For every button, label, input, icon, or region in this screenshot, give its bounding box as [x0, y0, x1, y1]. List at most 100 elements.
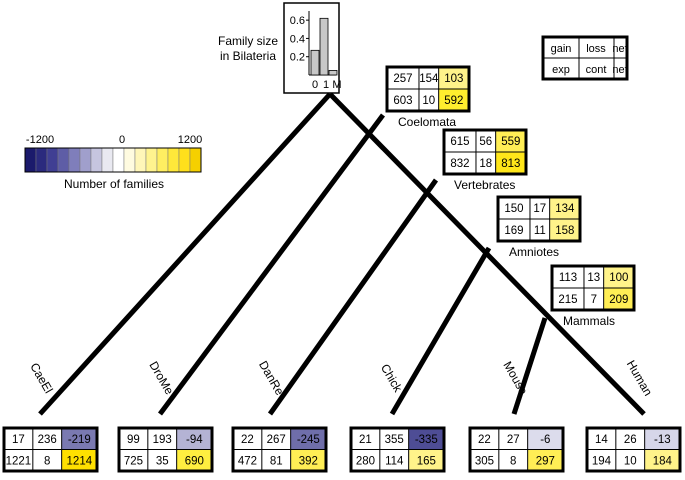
branch-caeel	[38, 92, 332, 416]
scale-swatch	[112, 147, 125, 173]
inset-x-tick-label: M	[332, 79, 341, 91]
legend-key-net-2: net	[612, 64, 627, 76]
leaf-label-danre: DanRe	[256, 358, 287, 398]
gain-value: 257	[393, 73, 412, 85]
net-cell	[176, 449, 212, 471]
scale-swatch	[35, 147, 48, 173]
contraction-value: 114	[385, 455, 404, 467]
table-frame	[349, 426, 446, 473]
branch-drome	[157, 113, 386, 416]
net-cell	[644, 428, 680, 450]
scale-tick-zero: 0	[119, 134, 125, 146]
net-cell	[438, 67, 469, 89]
branch-chick	[389, 246, 492, 416]
net-cell	[61, 428, 97, 450]
legend-key-gain: gain	[551, 43, 572, 55]
net-value: -94	[186, 434, 203, 446]
loss-value: 13	[587, 272, 600, 284]
inset-y-tick-label: 0.4	[290, 33, 305, 45]
net-value: 592	[444, 95, 463, 107]
scale-swatch	[79, 147, 92, 173]
net-value: 1214	[67, 455, 93, 467]
scale-title: Number of families	[64, 177, 164, 191]
net-value: 209	[609, 294, 628, 306]
expansion-value: 832	[450, 158, 469, 170]
gain-value: 21	[359, 434, 372, 446]
table-frame	[117, 426, 214, 473]
contraction-value: 10	[422, 95, 435, 107]
scale-swatch	[156, 147, 169, 173]
scale-swatch	[167, 147, 180, 173]
inset-bars	[310, 17, 338, 76]
branch-mouse	[511, 317, 548, 415]
legend-key-table: gain loss net exp cont net	[541, 35, 629, 81]
node-label-coelomata: Coelomata	[398, 115, 456, 129]
loss-value: 236	[38, 434, 57, 446]
gain-value: 113	[559, 272, 577, 284]
loss-value: 56	[479, 136, 492, 148]
net-cell	[290, 428, 326, 450]
scale-swatch	[46, 147, 59, 173]
contraction-value: 7	[591, 294, 597, 306]
net-value: 165	[417, 455, 436, 467]
net-value: -245	[297, 434, 320, 446]
inset-x-tick-label: 1	[323, 79, 329, 91]
node-label-amniotes: Amniotes	[509, 245, 559, 259]
inset-y-tick-label: 0.2	[290, 52, 305, 64]
inset-x-tick-label: 0	[312, 79, 318, 91]
node-label-vertebrates: Vertebrates	[454, 178, 515, 192]
inset-bar	[310, 49, 320, 76]
leaf-label-drome: DroMe	[146, 359, 176, 397]
scale-swatch	[178, 147, 191, 173]
gain-value: 17	[12, 434, 25, 446]
legend-key-exp: exp	[552, 64, 570, 76]
gain-value: 99	[127, 434, 140, 446]
table-frame	[496, 195, 582, 243]
scale-swatch	[101, 147, 114, 173]
loss-value: 154	[419, 73, 439, 85]
net-value: 134	[555, 203, 575, 215]
net-value: 184	[653, 455, 673, 467]
net-value: 103	[444, 73, 463, 85]
node-label-mammals: Mammals	[563, 314, 615, 328]
legend-key-net-1: net	[612, 43, 627, 55]
net-value: 392	[299, 455, 318, 467]
net-value: -13	[654, 434, 671, 446]
table-frame	[550, 264, 636, 312]
scale-tick-min: -1200	[26, 134, 54, 146]
expansion-value: 215	[558, 294, 577, 306]
net-cell	[644, 449, 680, 471]
net-cell	[527, 428, 563, 450]
net-value: 559	[501, 136, 520, 148]
net-cell	[495, 130, 526, 152]
color-scale: -1200 0 1200 Number of families	[24, 134, 202, 191]
table-frame	[2, 426, 99, 473]
expansion-value: 169	[504, 225, 523, 237]
net-cell	[603, 288, 634, 310]
net-value: -335	[415, 434, 438, 446]
net-cell	[549, 197, 580, 219]
scale-swatch	[123, 147, 136, 173]
net-value: 158	[555, 225, 574, 237]
contraction-value: 11	[534, 225, 546, 237]
expansion-value: 194	[592, 455, 612, 467]
net-cell	[408, 428, 444, 450]
net-value: 297	[536, 455, 555, 467]
gain-value: 22	[478, 434, 491, 446]
loss-value: 27	[507, 434, 520, 446]
inset-y-tick-label: 0.6	[290, 15, 305, 27]
net-value: 813	[501, 158, 520, 170]
net-value: -219	[68, 434, 91, 446]
expansion-value: 725	[124, 455, 143, 467]
branch-danre	[267, 178, 439, 416]
table-frame	[442, 128, 528, 176]
contraction-value: 8	[44, 455, 50, 467]
legend-key-loss: loss	[586, 43, 606, 55]
gain-value: 14	[595, 434, 608, 446]
